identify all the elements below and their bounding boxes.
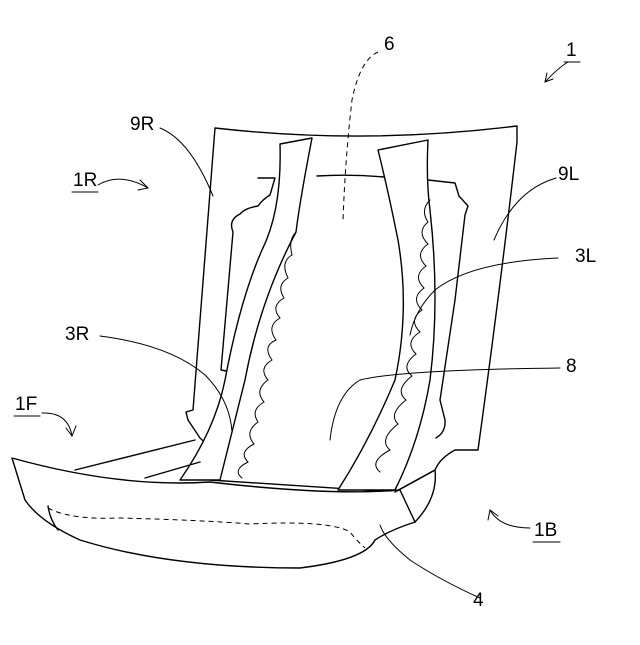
- label-left-wing: 9L: [558, 164, 579, 185]
- label-right-cuff: 3R: [65, 324, 89, 345]
- label-fig-number: 1: [566, 40, 577, 61]
- front-edge: [75, 440, 200, 478]
- label-front: 1F: [15, 394, 37, 415]
- arrow-1R: [98, 179, 148, 190]
- label-front-part: 4: [473, 590, 484, 611]
- leader-4: [380, 525, 480, 598]
- arrow-1F: [42, 413, 76, 436]
- label-rear: 1R: [73, 170, 97, 191]
- label-left-cuff: 3L: [575, 246, 596, 267]
- label-sheet: 6: [384, 34, 395, 55]
- rear-panel: [186, 126, 517, 492]
- label-right-wing: 9R: [130, 114, 154, 135]
- label-absorber: 8: [566, 356, 577, 377]
- arrow-1B: [488, 510, 530, 528]
- leader-9R: [160, 128, 213, 196]
- label-back: 1B: [534, 520, 557, 541]
- arrow-fig-number: [545, 62, 568, 82]
